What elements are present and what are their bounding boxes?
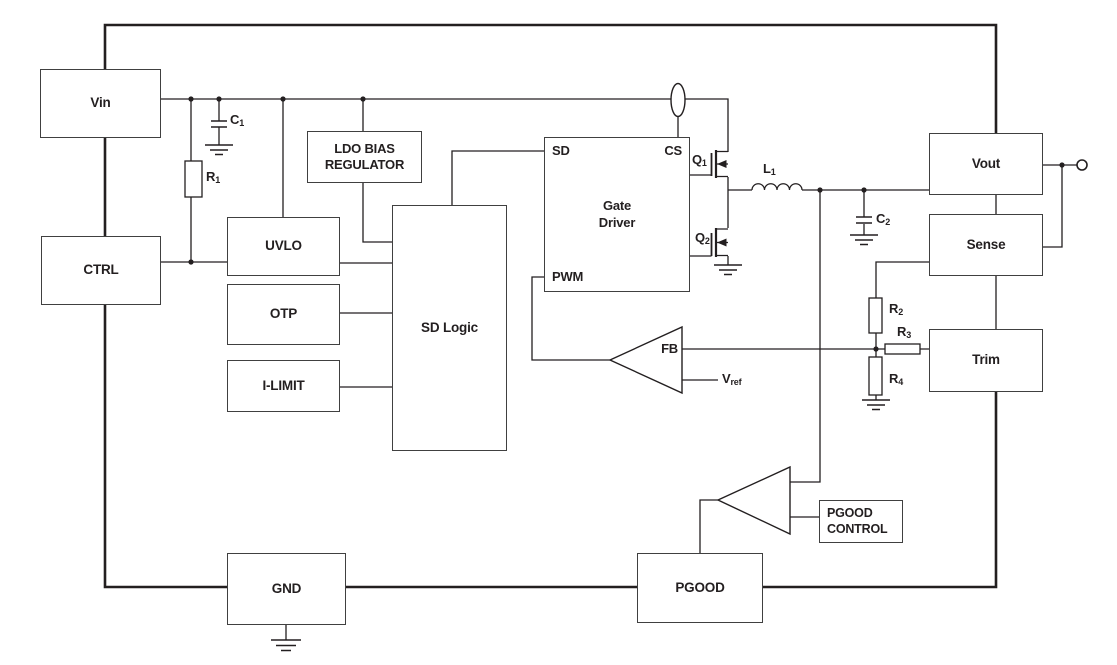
sd-logic-box: SD Logic [392,205,507,451]
ilimit-label: I-LIMIT [262,377,305,393]
resistor-r2 [868,297,883,334]
mosfet-q1 [690,150,728,178]
gnd-pin-box: GND [227,553,346,625]
resistor-r3 [884,343,921,355]
ilimit-box: I-LIMIT [227,360,340,412]
pgood-label: PGOOD [675,579,725,595]
ldo-label-line1: LDO BIAS [334,140,395,156]
sense-label: Sense [966,236,1006,252]
error-amplifier [608,325,683,395]
gate-driver-cs-pin-label: CS [664,143,682,158]
ground-symbol-gnd [271,639,301,652]
inductor-l1 [751,183,803,191]
vin-pin-box: Vin [40,69,161,138]
ctrl-pin-box: CTRL [41,236,161,305]
mosfet-q2 [690,228,728,257]
pgood-comparator [716,465,791,536]
ground-symbol-c1 [205,144,233,156]
gate-driver-label-line2: Driver [598,214,636,230]
ldo-label-line2: REGULATOR [324,157,405,172]
uvlo-label: UVLO [265,238,302,254]
fb-input-label: FB [661,341,678,356]
resistor-r4 [868,356,883,396]
junction-dots [188,96,1065,352]
capacitor-c2 [856,216,872,224]
capacitor-c1 [211,120,227,128]
ground-symbol-q2 [714,264,742,276]
pgood-pin-box: PGOOD [637,553,763,623]
otp-label: OTP [269,306,298,322]
gate-driver-sd-pin-label: SD [552,143,570,158]
ground-symbol-c2 [850,234,878,246]
r4-label: R4 [889,371,904,387]
vin-rail [161,98,929,265]
q1-label: Q1 [692,152,707,168]
r2-label: R2 [889,301,904,317]
pgood-control-label-line1: PGOOD [827,505,873,520]
gnd-label: GND [271,580,302,596]
ctrl-label: CTRL [83,262,119,278]
pgood-control-label-line2: CONTROL [827,521,888,536]
r1-label: R1 [206,169,221,185]
trim-pin-box: Trim [929,329,1043,392]
c2-label: C2 [876,211,891,227]
gate-driver-box: Gate Driver SD CS PWM [544,137,690,292]
ldo-bias-regulator-box: LDO BIAS REGULATOR [307,131,422,183]
chip-boundary [103,23,998,589]
l1-label: L1 [763,161,776,177]
current-sense-loop-icon [670,82,686,118]
uvlo-box: UVLO [227,217,340,276]
sense-pin-box: Sense [929,214,1043,276]
control-wires [451,117,679,361]
output-terminal [1076,159,1088,171]
vout-label: Vout [971,155,1001,171]
vout-pin-box: Vout [929,133,1043,195]
c1-label: C1 [230,112,245,128]
r3-label: R3 [897,324,912,340]
trim-label: Trim [972,352,1000,368]
pgood-control-box: PGOOD CONTROL [819,500,903,543]
resistor-r1 [184,160,203,198]
vin-label: Vin [90,95,111,111]
gate-driver-pwm-pin-label: PWM [552,268,584,284]
ground-symbol-r4 [862,399,890,411]
q2-label: Q2 [695,230,710,246]
vref-label: Vref [722,371,742,387]
otp-box: OTP [227,284,340,345]
gate-driver-label-line1: Gate [602,198,632,214]
sd-logic-label: SD Logic [421,319,478,335]
